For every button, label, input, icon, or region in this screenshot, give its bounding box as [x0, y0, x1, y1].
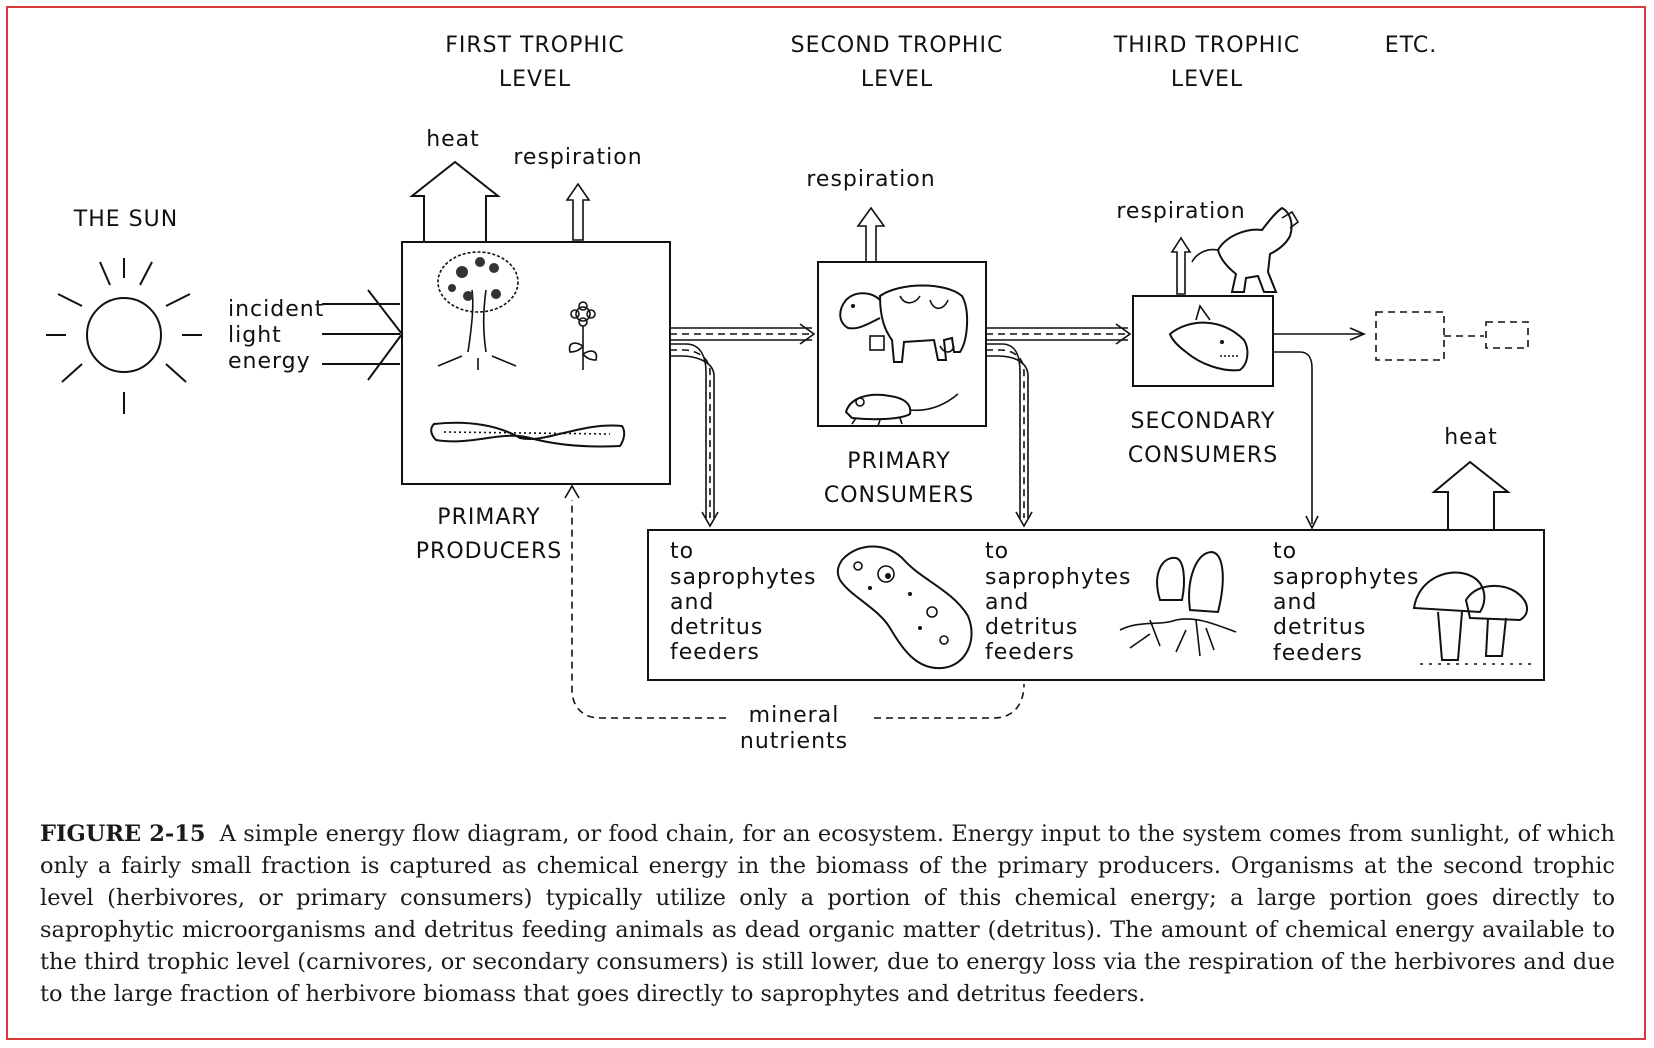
producers-box [401, 241, 671, 485]
svg-text:saprophytes: saprophytes [985, 565, 1131, 590]
bacterium-icon [836, 545, 973, 670]
respiration-label-third: respiration [1116, 199, 1245, 224]
mineral-nutrients-label: mineral nutrients [740, 703, 848, 754]
heading-third-trophic-level: THIRD TROPHIC LEVEL [1113, 33, 1300, 92]
algae-icon [430, 421, 626, 448]
respiration-arrow-primary [565, 182, 591, 241]
svg-text:PRIMARY: PRIMARY [437, 505, 540, 530]
tree-icon [437, 251, 519, 370]
heading-etc: ETC. [1385, 33, 1437, 58]
decomposers-box [647, 529, 1545, 681]
svg-text:and: and [985, 590, 1029, 615]
decomposers-col-3-label: to saprophytes and detritus feeders [1273, 539, 1419, 666]
fungus-icon [1119, 550, 1237, 657]
svg-text:saprophytes: saprophytes [670, 565, 816, 590]
heading-first-trophic-level: FIRST TROPHIC LEVEL [445, 33, 625, 92]
heat-arrow-decomposers [1431, 460, 1511, 531]
mouse-icon [844, 393, 959, 427]
svg-text:light: light [228, 323, 282, 348]
svg-text:and: and [670, 590, 714, 615]
heat-arrow-primary [409, 160, 501, 243]
svg-text:LEVEL: LEVEL [499, 67, 571, 92]
svg-text:detritus: detritus [1273, 615, 1366, 640]
svg-text:mineral: mineral [749, 703, 840, 728]
svg-text:and: and [1273, 590, 1317, 615]
flow-arrow-consumers-to-secondary [986, 323, 1132, 345]
flow-arrow-to-higher-levels [1273, 311, 1529, 361]
secondary-consumers-box [1132, 295, 1274, 387]
decomposers-col-1-label: to saprophytes and detritus feeders [670, 539, 816, 665]
svg-text:FIRST TROPHIC: FIRST TROPHIC [445, 33, 625, 58]
decomposers-col-2-label: to saprophytes and detritus feeders [985, 539, 1131, 665]
svg-text:detritus: detritus [670, 615, 763, 640]
respiration-arrow-third [1170, 236, 1192, 295]
mineral-nutrients-loop [564, 484, 1025, 719]
incident-light-arrows [322, 289, 404, 381]
svg-text:feeders: feeders [1273, 641, 1363, 666]
svg-text:incident: incident [228, 297, 324, 322]
shark-icon [1168, 304, 1249, 372]
dinosaur-icon [1191, 206, 1300, 293]
figure-frame [6, 6, 1646, 1040]
svg-text:PRODUCERS: PRODUCERS [416, 539, 562, 564]
detritus-flow-from-producers [670, 343, 719, 528]
heat-label-primary: heat [426, 127, 480, 152]
svg-text:to: to [985, 539, 1009, 564]
svg-text:energy: energy [228, 349, 311, 374]
svg-text:SECONDARY: SECONDARY [1131, 409, 1276, 434]
figure-number: FIGURE 2-15 [40, 821, 206, 847]
sun-label: THE SUN [73, 207, 178, 232]
caption-text: A simple energy flow diagram, or food ch… [40, 821, 1615, 1007]
svg-text:SECOND TROPHIC: SECOND TROPHIC [791, 33, 1004, 58]
svg-text:LEVEL: LEVEL [861, 67, 933, 92]
cow-icon [839, 284, 968, 363]
svg-text:feeders: feeders [670, 640, 760, 665]
svg-text:to: to [670, 539, 694, 564]
svg-text:LEVEL: LEVEL [1171, 67, 1243, 92]
svg-text:saprophytes: saprophytes [1273, 565, 1419, 590]
svg-text:CONSUMERS: CONSUMERS [824, 483, 974, 508]
svg-text:to: to [1273, 539, 1297, 564]
flower-icon [568, 301, 598, 370]
detritus-flow-from-secondary [1273, 351, 1319, 530]
respiration-arrow-secondary [856, 206, 886, 263]
svg-text:THIRD TROPHIC: THIRD TROPHIC [1113, 33, 1300, 58]
heading-second-trophic-level: SECOND TROPHIC LEVEL [791, 33, 1004, 92]
sun-icon [46, 258, 202, 414]
detritus-flow-from-consumers [986, 343, 1033, 528]
svg-text:CONSUMERS: CONSUMERS [1128, 443, 1278, 468]
incident-light-label: incident light energy [228, 297, 324, 374]
secondary-consumers-label: SECONDARY CONSUMERS [1128, 409, 1278, 468]
svg-text:detritus: detritus [985, 615, 1078, 640]
mushroom-icon [1412, 571, 1536, 665]
heat-label-decomposers: heat [1444, 425, 1498, 450]
producers-label: PRIMARY PRODUCERS [416, 505, 562, 564]
respiration-label-primary: respiration [513, 145, 642, 170]
flow-arrow-producers-to-consumers [670, 323, 816, 345]
svg-text:nutrients: nutrients [740, 729, 848, 754]
respiration-label-secondary: respiration [806, 167, 935, 192]
primary-consumers-label: PRIMARY CONSUMERS [824, 449, 974, 508]
svg-text:PRIMARY: PRIMARY [847, 449, 950, 474]
svg-text:feeders: feeders [985, 640, 1075, 665]
